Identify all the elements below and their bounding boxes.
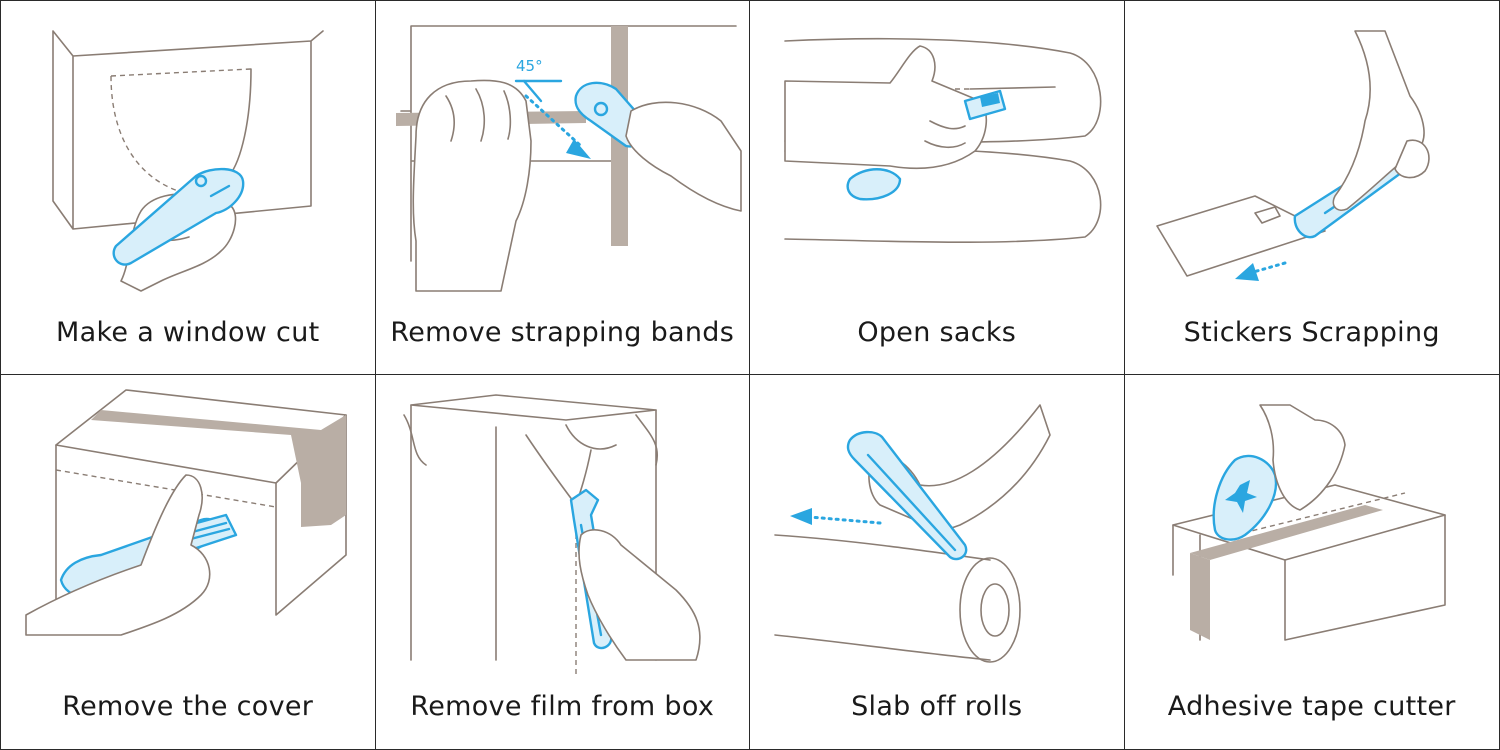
sticker-drawing (1155, 195, 1326, 277)
panel-caption: Stickers Scrapping (1183, 317, 1440, 348)
hand-drawing (577, 529, 701, 661)
panel-remove-cover: Remove the cover (1, 375, 376, 749)
panel-open-sacks: Open sacks (750, 1, 1125, 375)
right-hand-drawing (624, 101, 742, 212)
hand-drawing (784, 45, 988, 170)
panel-slab-off-rolls: Slab off rolls (750, 375, 1125, 749)
slab-off-rolls-illustration (774, 404, 1051, 663)
cutter-icon (846, 89, 1007, 201)
cutter-icon (846, 430, 968, 561)
panel-remove-film: Remove film from box (376, 375, 750, 749)
panel-caption: Slab off rolls (851, 691, 1023, 722)
strapping-bands-illustration: 45° (395, 25, 742, 292)
hand-drawing (25, 474, 211, 636)
panel-tape-cutter: Adhesive tape cutter (1125, 375, 1500, 749)
panel-window-cut: Make a window cut (1, 1, 376, 375)
box-drawing (1171, 484, 1446, 641)
direction-arrow (524, 94, 591, 159)
remove-cover-illustration (25, 389, 347, 636)
roll-drawing (774, 534, 1021, 663)
left-hand-drawing (411, 79, 532, 292)
panel-caption: Adhesive tape cutter (1167, 691, 1456, 722)
panel-caption: Remove film from box (410, 691, 715, 722)
open-sacks-illustration (784, 37, 1102, 243)
panel-caption: Remove the cover (62, 691, 314, 722)
angle-label: 45° (516, 57, 543, 75)
tape-cutter-illustration (1171, 404, 1446, 641)
panel-caption: Open sacks (857, 317, 1017, 348)
window-cut-illustration (52, 30, 324, 292)
remove-film-illustration (402, 394, 701, 675)
direction-arrow (1234, 261, 1286, 281)
angle-annotation: 45° (514, 57, 562, 103)
hand-drawing (1258, 404, 1346, 511)
stickers-scrapping-illustration (1155, 30, 1430, 281)
panel-caption: Remove strapping bands (390, 317, 735, 348)
panel-stickers-scrapping: Stickers Scrapping (1124, 1, 1499, 375)
panel-strapping-bands: 45° Remove strapping bands (375, 1, 750, 375)
panel-caption: Make a window cut (56, 317, 320, 348)
cutter-icon (112, 167, 245, 266)
direction-arrow (790, 508, 882, 525)
box-drawing (55, 389, 347, 616)
hand-drawing (1332, 30, 1430, 211)
cutter-icon (1212, 454, 1277, 541)
